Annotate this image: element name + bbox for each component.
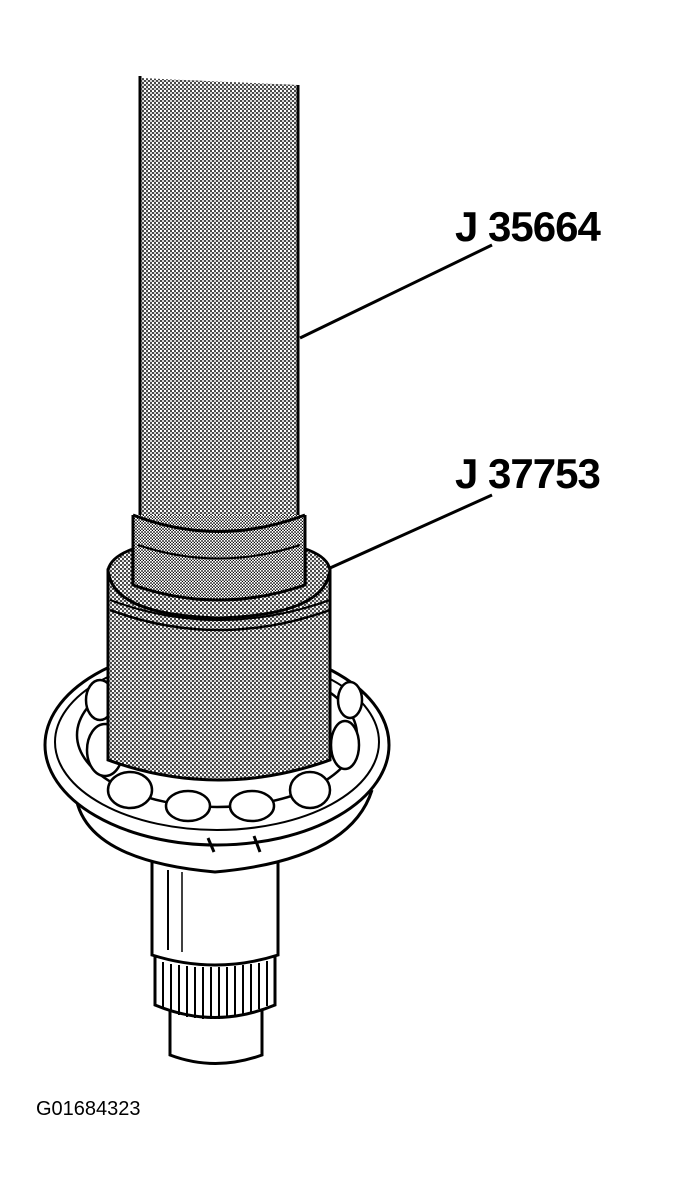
leader-j35664	[299, 243, 493, 340]
callout-label-j35664: J 35664	[455, 203, 601, 250]
output-shaft	[150, 858, 280, 1065]
leader-lines	[299, 243, 493, 570]
leader-j37753	[329, 493, 493, 570]
callout-label-j37753: J 37753	[455, 450, 600, 497]
handle-j35664	[131, 76, 307, 602]
shaft-splines	[162, 961, 268, 1019]
figure-id: G01684323	[36, 1098, 141, 1120]
